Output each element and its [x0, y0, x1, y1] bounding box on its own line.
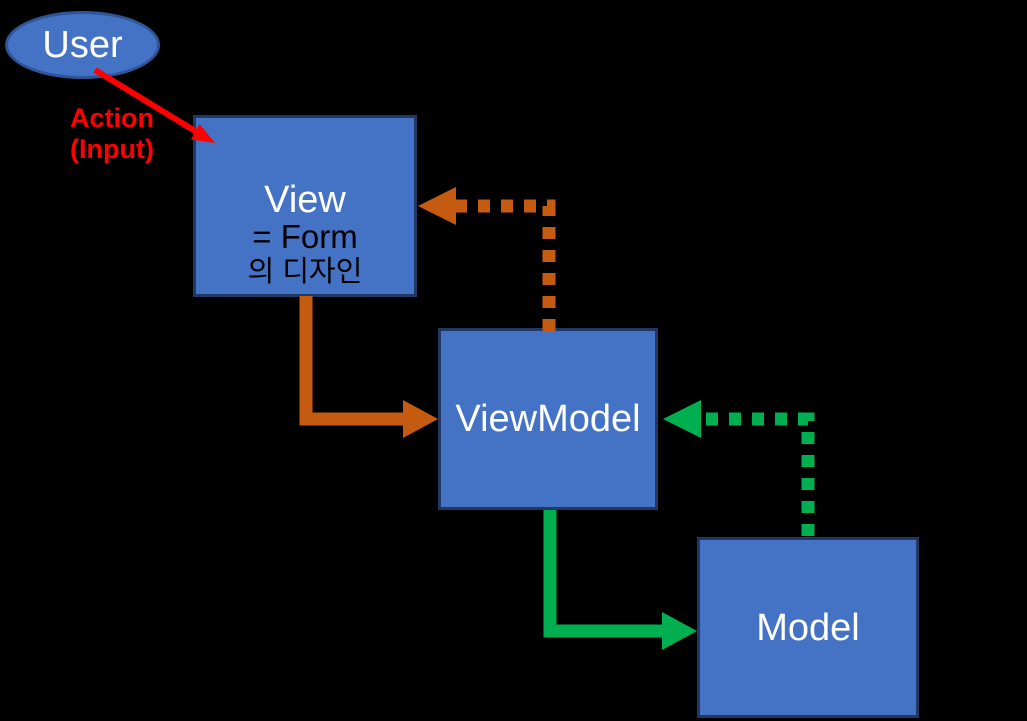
action-input-label: Action (Input)	[50, 103, 174, 165]
viewmodel-label: ViewModel	[455, 398, 641, 440]
user-node: User	[5, 11, 160, 79]
viewmodel-to-view-arrow-head	[418, 187, 456, 225]
viewmodel-to-model-arrow-head	[662, 612, 697, 650]
model-label: Model	[756, 606, 860, 649]
viewmodel-to-view-arrow-line	[455, 199, 556, 331]
viewmodel-to-model-arrow-line	[543, 510, 678, 638]
view-to-viewmodel-arrow-head	[403, 400, 438, 438]
model-to-viewmodel-arrow-line	[700, 412, 815, 536]
user-label: User	[42, 24, 123, 66]
viewmodel-node: ViewModel	[438, 328, 658, 510]
view-title: View	[264, 179, 346, 221]
action-label-line2: (Input)	[70, 134, 154, 164]
action-label-line1: Action	[70, 103, 154, 133]
view-subtitle-form: = Form	[252, 218, 358, 255]
view-text-block: View = Form 의 디자인	[196, 179, 414, 289]
view-subtitle-korean: 의 디자인	[247, 256, 363, 288]
view-to-viewmodel-arrow-line	[299, 296, 420, 426]
model-to-viewmodel-arrow-head	[663, 400, 701, 438]
model-node: Model	[697, 537, 919, 718]
view-node: View = Form 의 디자인	[193, 115, 417, 297]
